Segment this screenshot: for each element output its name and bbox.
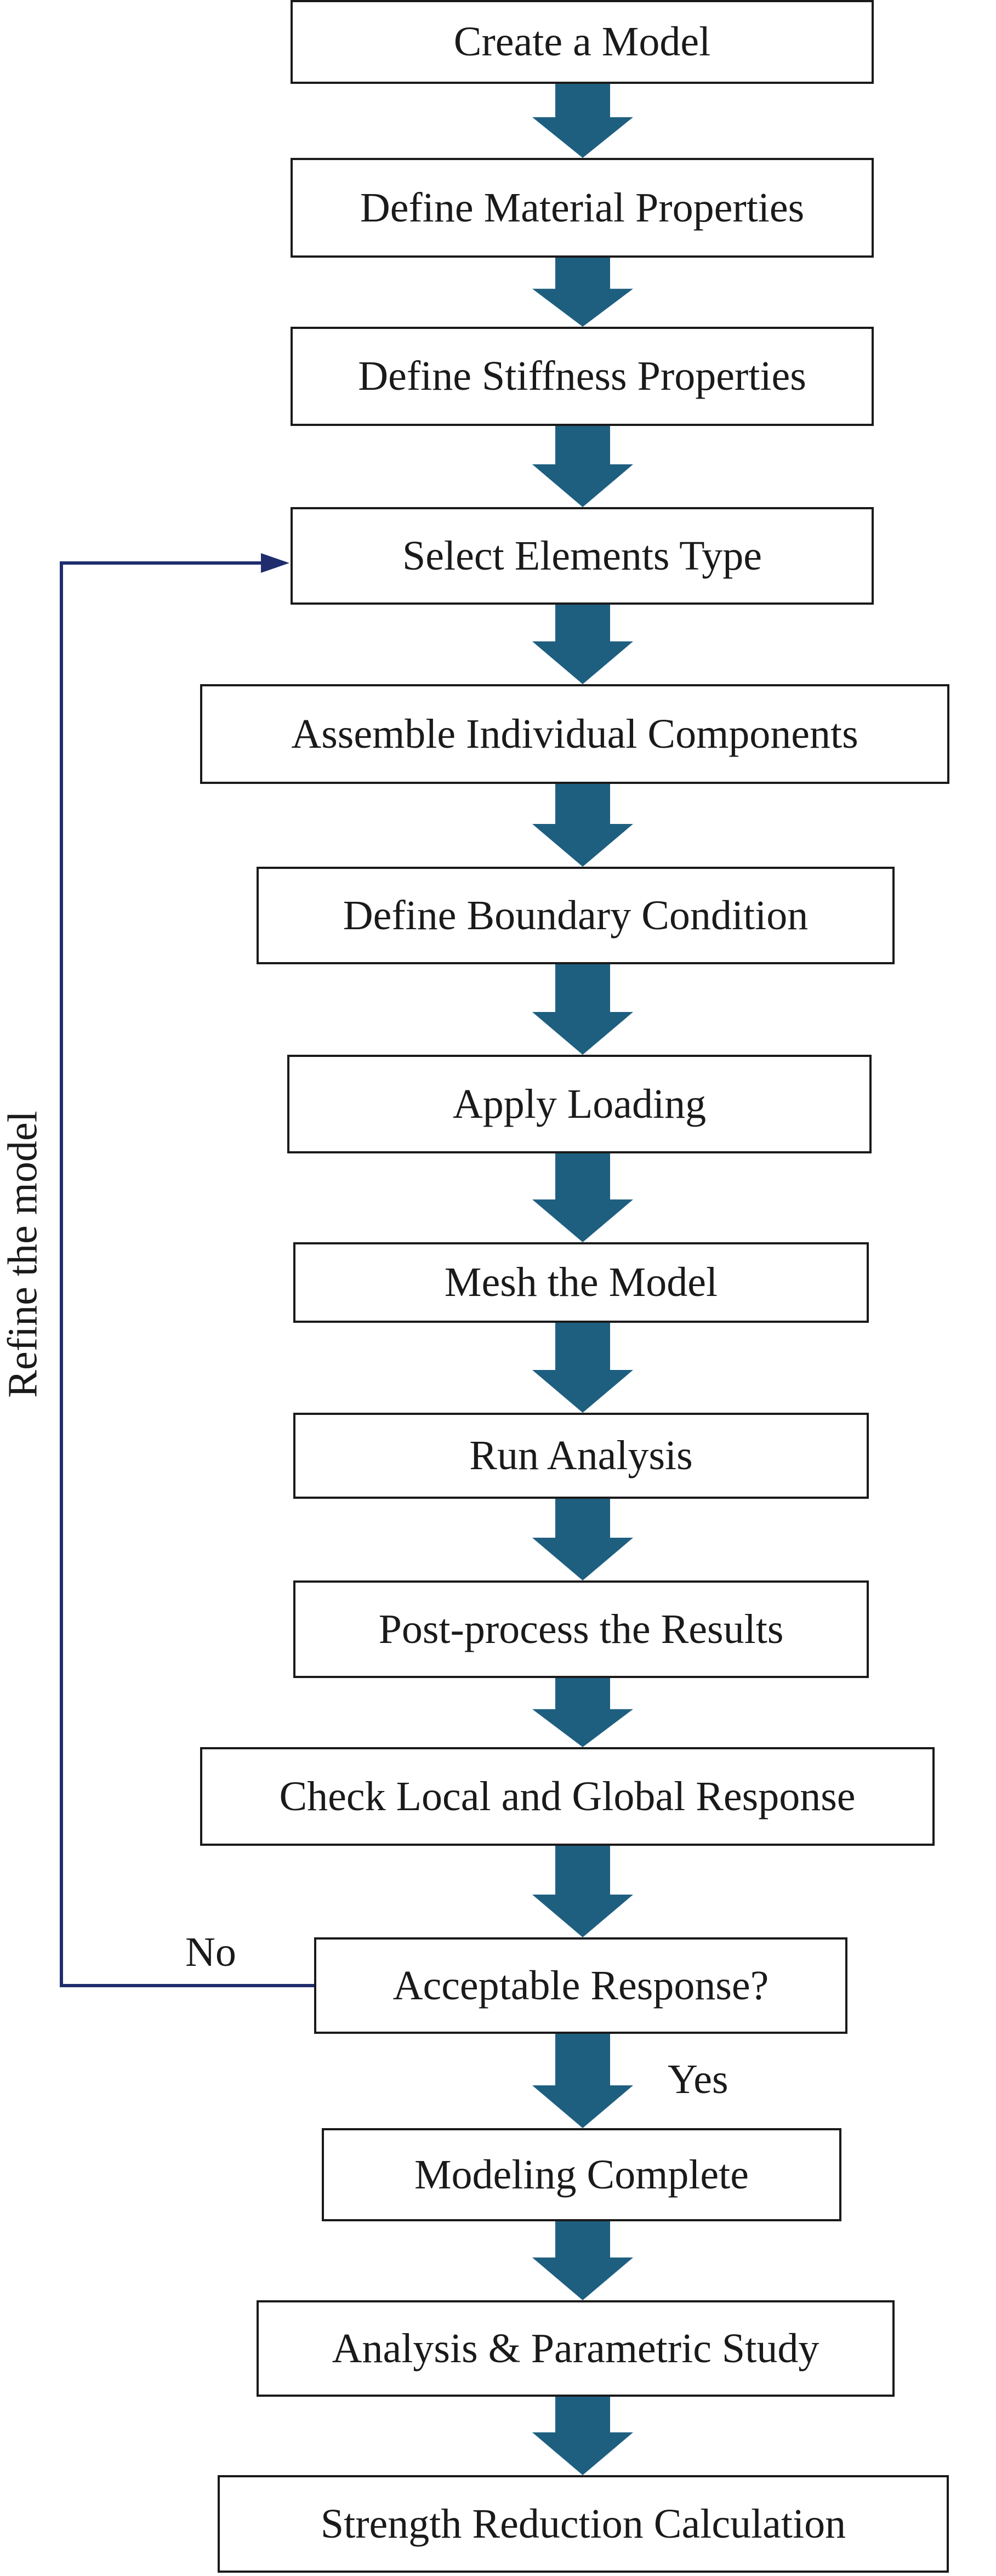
down-arrow-icon [532, 1846, 633, 1937]
down-arrow-icon [532, 1678, 633, 1747]
yes-branch-label: Yes [668, 2056, 728, 2102]
down-arrow-icon [532, 1153, 633, 1242]
step-box-post-process: Post-process the Results [293, 1580, 869, 1678]
down-arrow-icon [532, 84, 633, 158]
refine-loop-arrowhead-icon [261, 553, 289, 573]
step-box-modeling-complete: Modeling Complete [322, 2128, 841, 2221]
step-box-define-stiffness: Define Stiffness Properties [291, 327, 874, 426]
step-box-select-elements: Select Elements Type [291, 507, 874, 605]
step-box-mesh-model: Mesh the Model [293, 1242, 869, 1323]
down-arrow-icon [532, 1323, 633, 1413]
down-arrow-icon [532, 2221, 633, 2300]
step-box-create-model: Create a Model [291, 0, 874, 84]
no-branch-label: No [185, 1929, 236, 1975]
step-box-parametric-study: Analysis & Parametric Study [257, 2300, 895, 2397]
step-box-define-material: Define Material Properties [291, 158, 874, 258]
down-arrow-icon [532, 258, 633, 327]
step-box-acceptable-response: Acceptable Response? [314, 1937, 847, 2034]
step-box-check-response: Check Local and Global Response [200, 1747, 935, 1846]
down-arrows [532, 84, 633, 2475]
down-arrow-icon [532, 605, 633, 684]
step-box-strength-reduction: Strength Reduction Calculation [218, 2475, 949, 2573]
down-arrow-icon [532, 784, 633, 867]
step-box-apply-loading: Apply Loading [287, 1055, 872, 1153]
step-box-run-analysis: Run Analysis [293, 1413, 869, 1499]
down-arrow-icon [532, 2397, 633, 2475]
down-arrow-icon [532, 1499, 633, 1580]
step-box-define-boundary: Define Boundary Condition [257, 867, 895, 964]
refine-loop-line [60, 561, 314, 1987]
refine-loop [60, 553, 314, 1987]
step-box-assemble-components: Assemble Individual Components [200, 684, 949, 784]
down-arrow-icon [532, 2034, 633, 2128]
down-arrow-icon [532, 964, 633, 1055]
refine-loop-label: Refine the model [0, 1111, 46, 1398]
down-arrow-icon [532, 426, 633, 507]
